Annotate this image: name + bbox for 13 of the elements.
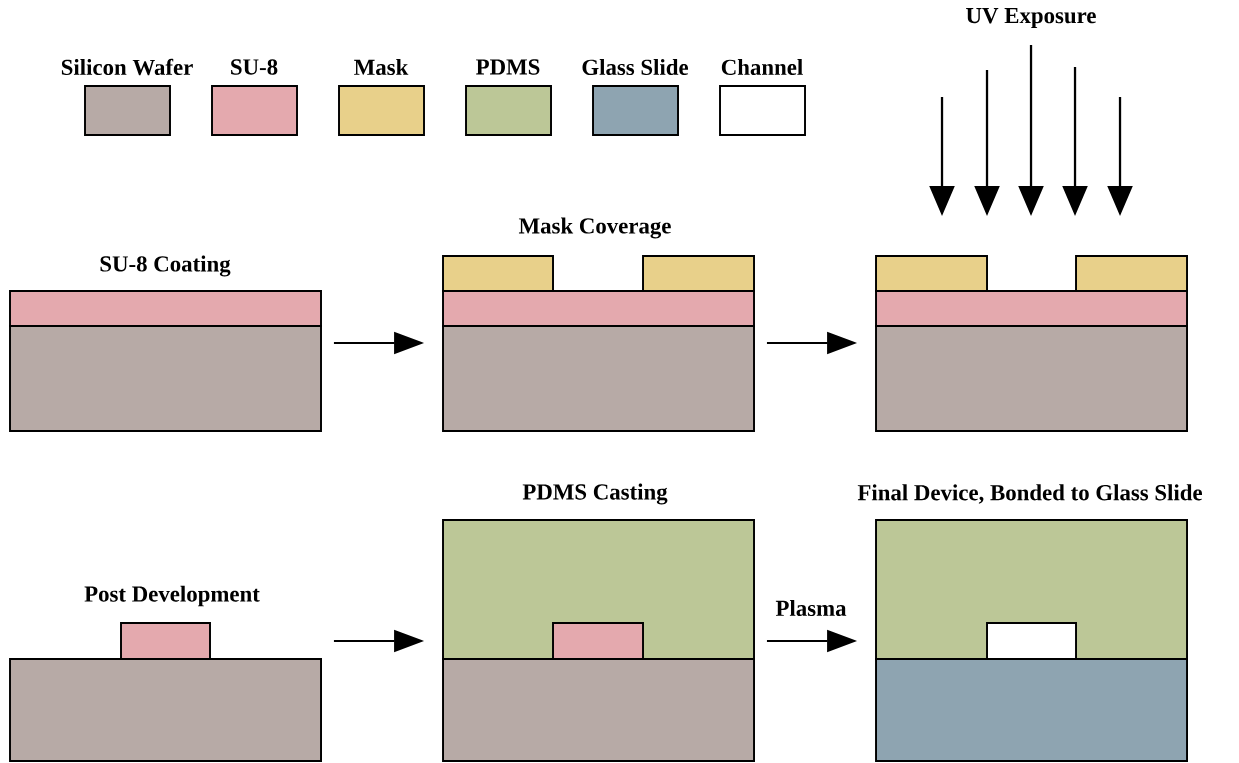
- legend-label: Mask: [354, 58, 409, 76]
- step-title: UV Exposure: [966, 8, 1096, 28]
- legend-label: SU-8: [231, 59, 278, 75]
- step-title: Post Development: [84, 585, 260, 607]
- edge-label: Plasma: [773, 598, 849, 618]
- legend-label: PDMS: [476, 59, 540, 75]
- legend-label: Silicon Wafer: [61, 58, 193, 76]
- legend-label: Glass Slide: [582, 58, 689, 76]
- step-title: Mask Coverage: [518, 217, 671, 239]
- legend-label: Channel: [721, 58, 803, 76]
- step-title: Final Device, Bonded to Glass Slide: [857, 484, 1202, 504]
- step-title: PDMS Casting: [522, 483, 668, 505]
- step-title: SU-8 Coating: [100, 255, 231, 277]
